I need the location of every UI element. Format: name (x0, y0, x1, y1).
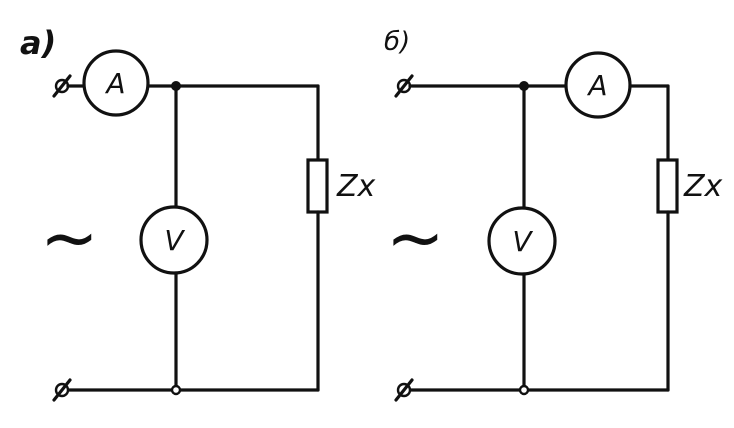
panel-b-voltmeter: V (487, 206, 557, 276)
panel-b-label: б) (384, 27, 410, 57)
panel-b-ammeter-label: A (586, 69, 607, 102)
panel-a-label: а) (20, 24, 56, 62)
panel-a-voltmeter: V (139, 205, 209, 275)
panel-a-junction-bottom (170, 384, 182, 396)
panel-a-load-label: Zx (336, 169, 376, 204)
panel-b-ammeter: A (564, 51, 632, 119)
panel-b-load-resistor (656, 158, 679, 214)
panel-a-voltmeter-label: V (164, 224, 185, 257)
panel-b-terminal-bottom (394, 378, 414, 402)
panel-a-ac-source-symbol: ~ (40, 197, 99, 279)
panel-b-load-label: Zx (683, 169, 723, 204)
panel-a-ammeter-label: A (104, 67, 125, 100)
panel-a-terminal-bottom (52, 378, 72, 402)
panel-a-ammeter: A (82, 49, 150, 117)
panel-b-voltmeter-label: V (512, 225, 533, 258)
panel-b-circuit: б) A V Zx ~ (384, 27, 723, 402)
panel-b-junction-bottom (518, 384, 530, 396)
panel-a-circuit: а) A V Zx ~ (20, 24, 376, 402)
panel-b-ac-source-symbol: ~ (386, 197, 445, 279)
panel-a-load-resistor (306, 158, 329, 214)
